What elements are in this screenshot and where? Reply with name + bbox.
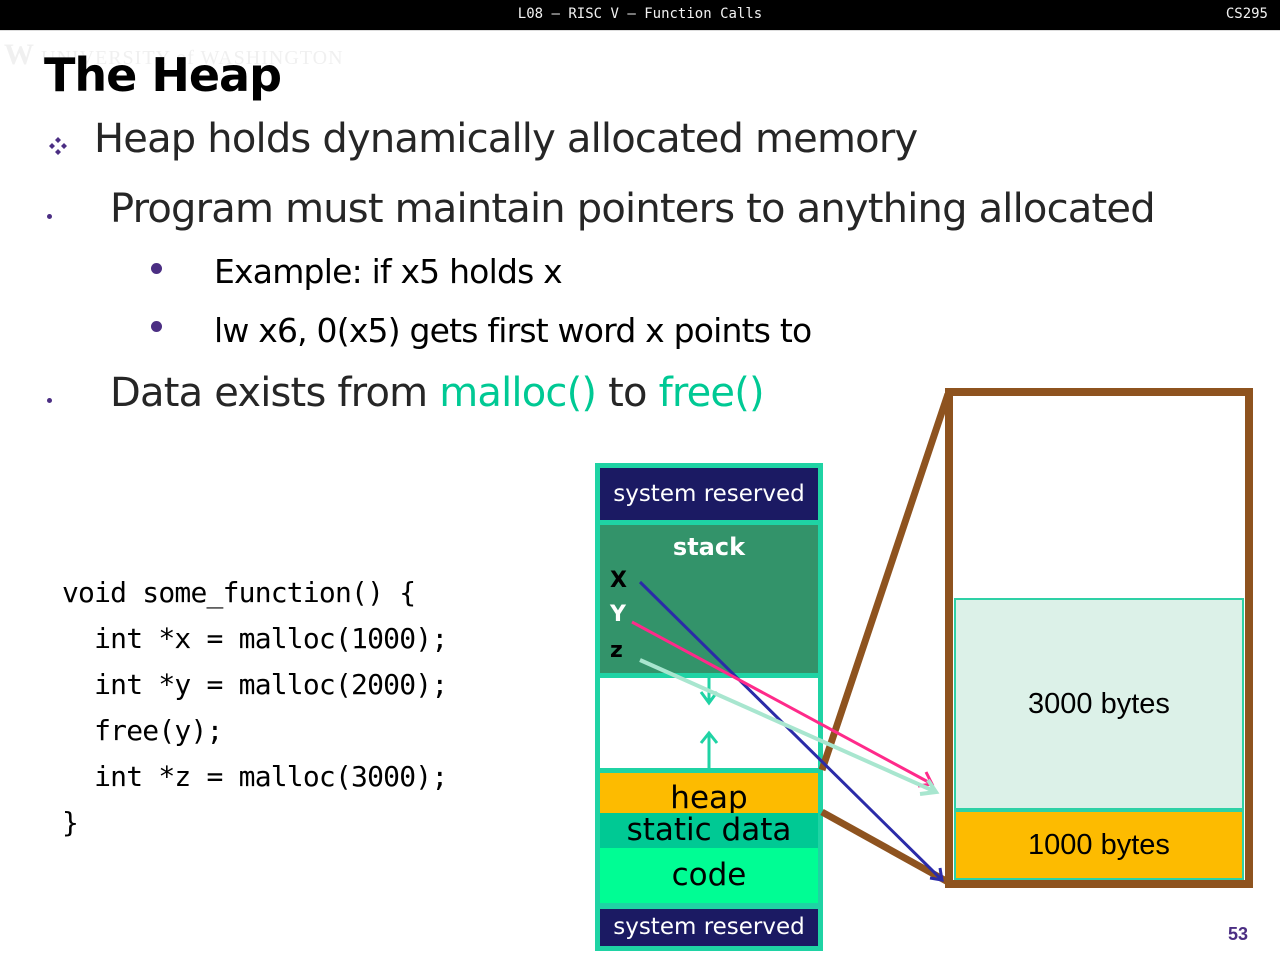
zoom-line-bottom [820, 808, 950, 886]
malloc-highlight: malloc() [439, 370, 597, 416]
segment-static-data: static data [600, 813, 818, 848]
bullet-heap-holds: Heap holds dynamically allocated memory [94, 116, 918, 162]
zoom-line-top [818, 392, 952, 772]
pointer-z-arrow [639, 658, 940, 796]
sub-bullet-example: Example: if x5 holds x [214, 252, 563, 291]
stack-var-x: X [610, 568, 627, 593]
dot-bullet-icon [151, 321, 162, 332]
bullet-maintain-pointers: Program must maintain pointers to anythi… [110, 186, 1156, 232]
header-bar: L08 – RISC V – Function Calls CS295 [0, 0, 1280, 31]
code-line: } [62, 806, 79, 839]
text-part: to [596, 370, 659, 416]
segment-system-reserved-top: system reserved [600, 468, 818, 520]
dot-bullet-icon [151, 263, 162, 274]
stack-label: stack [672, 533, 746, 561]
stack-grow-down-arrow [699, 675, 719, 706]
heap-block-1000-label: 1000 bytes [1028, 828, 1170, 861]
heap-block-3000: 3000 bytes [954, 598, 1244, 810]
course-code: CS295 [1225, 6, 1268, 22]
code-line: free(y); [62, 714, 223, 747]
segment-code: code [600, 848, 818, 903]
code-block: void some_function() { int *x = malloc(1… [62, 570, 448, 846]
uw-logo-mark: W [4, 38, 35, 71]
heap-block-1000: 1000 bytes [954, 810, 1244, 880]
uw-logo: W UNIVERSITY of WASHINGTON [4, 38, 344, 72]
stack-var-z: z [610, 638, 623, 663]
slide-title: The Heap [44, 48, 282, 102]
stack-var-y: Y [610, 602, 626, 627]
lecture-title: L08 – RISC V – Function Calls [517, 6, 763, 22]
code-line: int *y = malloc(2000); [62, 668, 448, 701]
sub-bullet-lw: lw x6, 0(x5) gets first word x points to [214, 311, 812, 350]
pointer-y-arrow [631, 620, 935, 788]
page-number: 53 [1227, 924, 1248, 944]
bullet-data-exists: Data exists from malloc() to free() [110, 370, 765, 416]
memory-layout-diagram: system reserved stack heap static data c… [595, 463, 823, 951]
heap-detail-box: 3000 bytes 1000 bytes [945, 388, 1253, 888]
text-part: Data exists from [110, 370, 440, 416]
heap-block-3000-label: 3000 bytes [1028, 687, 1170, 720]
segment-system-reserved-bottom: system reserved [600, 909, 818, 946]
code-line: int *z = malloc(3000); [62, 760, 448, 793]
dot-bullet-icon [47, 398, 52, 403]
dot-bullet-icon [47, 214, 52, 219]
uw-logo-text: UNIVERSITY of WASHINGTON [41, 47, 344, 69]
diamond-bullet-icon [49, 137, 67, 155]
code-line: int *x = malloc(1000); [62, 622, 448, 655]
code-line: void some_function() { [62, 576, 416, 609]
segment-heap: heap [600, 773, 818, 816]
pointer-x-arrow [638, 580, 944, 882]
free-highlight: free() [658, 370, 765, 416]
heap-grow-up-arrow [699, 730, 719, 768]
